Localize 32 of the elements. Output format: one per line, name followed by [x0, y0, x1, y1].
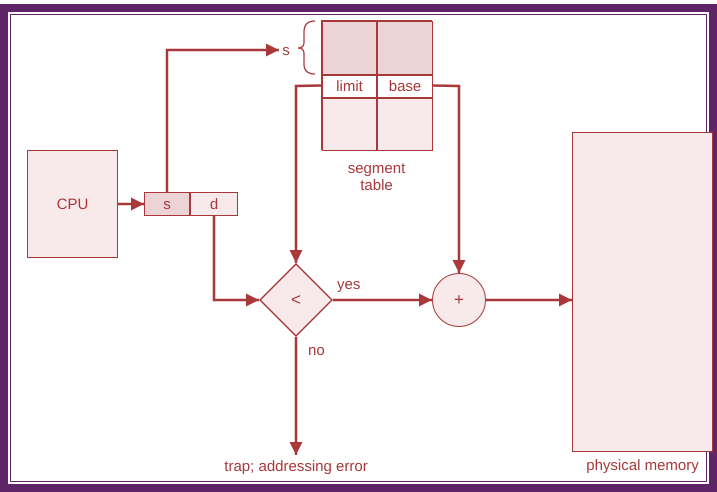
- node-label: trap; addressing error: [224, 458, 368, 474]
- arrow: [118, 198, 144, 210]
- segment-number-cell: [144, 192, 190, 216]
- node-label: limit: [336, 78, 363, 95]
- segment-table: [321, 20, 432, 150]
- arrow: [212, 216, 259, 306]
- operator-symbol: +: [454, 290, 464, 310]
- table-cell: [377, 98, 433, 151]
- arrow: [432, 84, 466, 273]
- arrow: [290, 84, 322, 263]
- node-label: physical memory: [585, 457, 700, 474]
- compare-diamond: [259, 263, 333, 337]
- arrow: [290, 337, 302, 455]
- limit-cell: [322, 75, 377, 98]
- node-label: s: [163, 196, 171, 212]
- table-cell: [377, 21, 433, 75]
- node-label: base: [388, 78, 422, 95]
- arrow: [486, 294, 572, 306]
- memory-block: [572, 132, 713, 452]
- node-label: CPU: [56, 196, 88, 212]
- table-cell: [322, 21, 377, 75]
- arrow: [333, 294, 432, 306]
- adder-circle: [432, 273, 486, 327]
- arrow: [166, 44, 279, 192]
- table-cell: [322, 98, 377, 151]
- node-label: segment table: [346, 160, 406, 194]
- node-label: s: [282, 42, 290, 58]
- offset-cell: [190, 192, 238, 216]
- cpu-box: [27, 150, 118, 258]
- node-label: d: [210, 196, 218, 212]
- base-cell: [377, 75, 433, 98]
- operator-symbol: <: [291, 290, 301, 310]
